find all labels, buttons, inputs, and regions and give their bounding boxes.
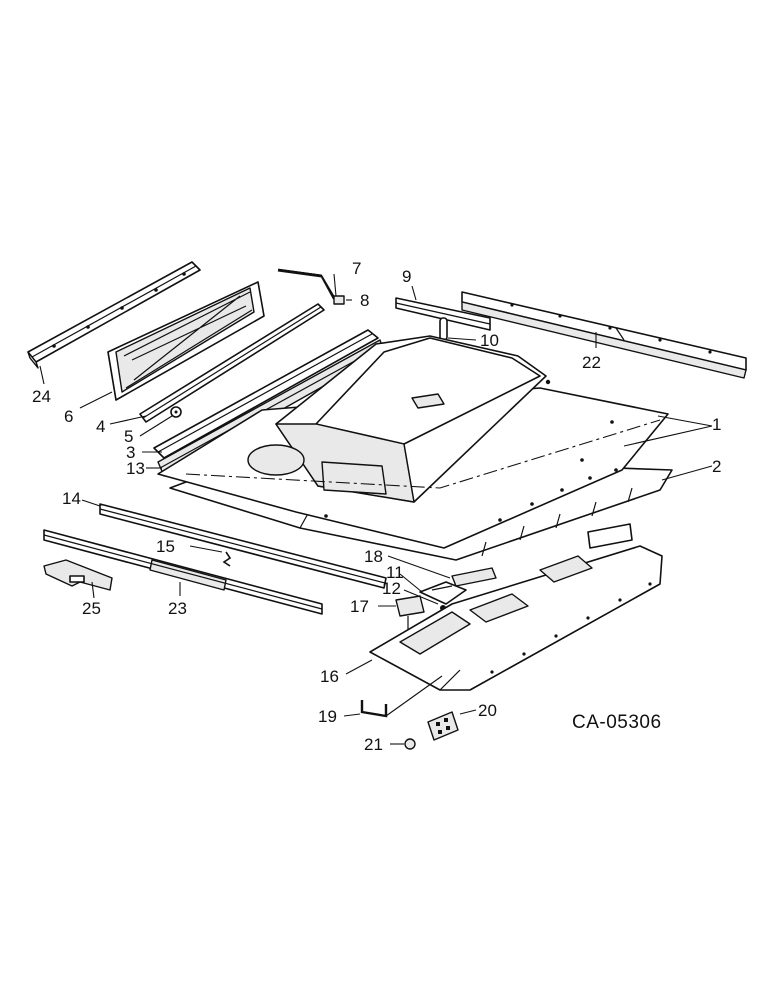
callout-17: 17 bbox=[350, 597, 369, 616]
part-5-bolt bbox=[170, 406, 182, 418]
callout-23: 23 bbox=[168, 599, 187, 618]
part-6-braced-panel bbox=[107, 281, 265, 401]
callout-15: 15 bbox=[156, 537, 175, 556]
part-1-roof-shell bbox=[157, 335, 669, 549]
callout-22: 22 bbox=[582, 353, 601, 372]
callout-3: 3 bbox=[126, 443, 135, 462]
part-15-clip bbox=[222, 551, 232, 567]
part-19-u-bracket bbox=[360, 700, 388, 718]
part-25-bracket bbox=[43, 559, 113, 591]
callout-8: 8 bbox=[360, 291, 369, 310]
callout-18: 18 bbox=[364, 547, 383, 566]
part-3-side-channel bbox=[153, 329, 379, 459]
callout-14: 14 bbox=[62, 489, 81, 508]
callout-1: 1 bbox=[712, 415, 721, 434]
part-11-block bbox=[419, 581, 467, 605]
part-4-angle-rail bbox=[139, 303, 325, 423]
callout-6: 6 bbox=[64, 407, 73, 426]
leader-lines bbox=[39, 273, 713, 745]
callout-7: 7 bbox=[352, 259, 361, 278]
part-16-lower-tray bbox=[369, 523, 663, 691]
part-8-clip bbox=[333, 295, 345, 305]
part-10-pin bbox=[439, 317, 448, 341]
callout-12: 12 bbox=[382, 579, 401, 598]
part-23-lower-angle bbox=[43, 529, 323, 615]
part-21-nut bbox=[404, 738, 416, 750]
callout-4: 4 bbox=[96, 417, 105, 436]
callout-21: 21 bbox=[364, 735, 383, 754]
callout-10: 10 bbox=[480, 331, 499, 350]
callout-2: 2 bbox=[712, 457, 721, 476]
part-14-flat-bar bbox=[99, 503, 387, 589]
part-22-long-rail bbox=[461, 291, 747, 379]
part-24-angle-strip bbox=[27, 261, 201, 369]
callout-16: 16 bbox=[320, 667, 339, 686]
callout-labels: 1 2 3 4 5 6 7 8 9 10 11 12 13 14 15 16 1… bbox=[32, 259, 721, 754]
callout-20: 20 bbox=[478, 701, 497, 720]
callout-13: 13 bbox=[126, 459, 145, 478]
part-18-small-bar bbox=[451, 567, 497, 587]
part-9-bracket bbox=[395, 297, 491, 331]
callout-9: 9 bbox=[402, 267, 411, 286]
callout-24: 24 bbox=[32, 387, 51, 406]
callout-11: 11 bbox=[386, 563, 404, 582]
callout-5: 5 bbox=[124, 427, 133, 446]
drawing-code: CA-05306 bbox=[572, 712, 662, 733]
part-20-connector bbox=[427, 711, 459, 741]
callout-25: 25 bbox=[82, 599, 101, 618]
callout-19: 19 bbox=[318, 707, 337, 726]
